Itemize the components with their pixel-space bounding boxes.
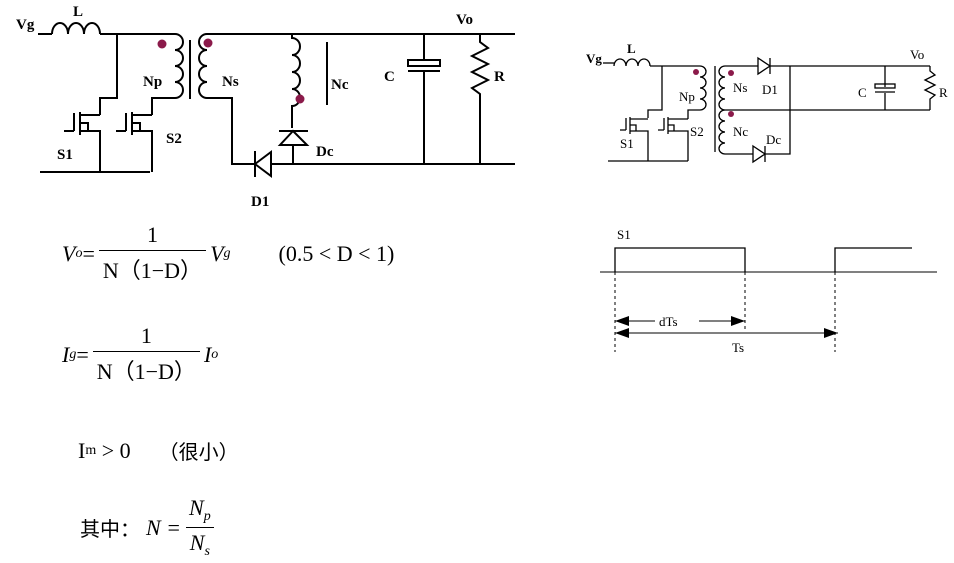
label-c: C (858, 85, 867, 100)
label-nc: Nc (733, 124, 748, 139)
eq-rhs: V (210, 240, 224, 266)
label-np: Np (679, 89, 695, 104)
denominator: N（1−D） (92, 351, 200, 386)
eq-lhs-sub: m (85, 442, 97, 458)
duty-condition: (0.5 < D < 1) (278, 240, 395, 266)
label-dc: Dc (766, 132, 781, 147)
clamp-winding-nc (291, 34, 301, 128)
label-vo: Vo (456, 12, 473, 28)
denominator-sub: s (204, 544, 210, 559)
resistor-r (424, 34, 491, 165)
numerator-sub: p (203, 509, 211, 524)
label-s1-signal: S1 (617, 227, 631, 242)
eq-lhs-sub: o (75, 245, 83, 261)
label-dts: dTs (659, 314, 678, 329)
polarity-dot (203, 38, 213, 48)
diode-dc (277, 129, 310, 164)
s1-waveform (614, 247, 912, 272)
label-dc: Dc (316, 144, 334, 160)
secondary-winding-ns (198, 33, 208, 99)
label-s1: S1 (57, 147, 73, 163)
eq-relation: > 0 (96, 437, 131, 463)
label-vg: Vg (16, 17, 35, 33)
eq-lhs: I (62, 341, 70, 367)
label-vo: Vo (910, 47, 924, 62)
label-s2: S2 (690, 124, 704, 139)
label-l: L (73, 4, 83, 20)
denominator: N (189, 530, 205, 555)
eq-lhs: N = (146, 514, 182, 540)
denominator: N（1−D） (98, 250, 207, 285)
polarity-dot (295, 94, 305, 104)
label-s1: S1 (620, 136, 634, 151)
left-circuit: Vg L Np Ns Nc C R Vo Dc D1 S1 S2 (16, 4, 515, 210)
timing-diagram: S1 dTs Ts (600, 227, 937, 355)
label-nc: Nc (331, 77, 349, 93)
eq-note: （很小） (158, 440, 239, 464)
eq-rhs-sub: g (223, 245, 231, 261)
right-circuit: Vg L Np Ns Nc D1 Dc C R Vo S1 S2 (586, 41, 948, 164)
inductor-l (51, 22, 101, 35)
label-r: R (939, 85, 948, 100)
label-r: R (494, 69, 505, 85)
eq-lhs-sub: g (69, 346, 77, 362)
capacitor-c (407, 34, 441, 164)
diode-d1 (253, 150, 272, 178)
mosfet-s1 (64, 112, 101, 172)
label-ns: Ns (733, 80, 747, 95)
label-np: Np (143, 74, 162, 90)
label-l: L (627, 41, 636, 56)
primary-winding-np (174, 33, 184, 99)
eq-lhs: V (62, 240, 76, 266)
mosfet-s2 (116, 97, 175, 172)
numerator: 1 (146, 222, 158, 247)
eq-lhs: I (78, 437, 86, 463)
label-d1: D1 (251, 194, 269, 210)
eq-rhs-sub: o (211, 346, 219, 362)
polarity-dot (157, 39, 167, 49)
label-ts: Ts (732, 340, 744, 355)
label-vg: Vg (586, 51, 602, 66)
eq-prefix: 其中： (80, 517, 140, 541)
label-s2: S2 (166, 131, 182, 147)
numerator: 1 (140, 323, 152, 348)
label-ns: Ns (222, 74, 239, 90)
eq-rhs: I (203, 341, 212, 367)
numerator: N (189, 495, 204, 520)
label-c: C (384, 69, 395, 85)
label-d1: D1 (762, 82, 778, 97)
